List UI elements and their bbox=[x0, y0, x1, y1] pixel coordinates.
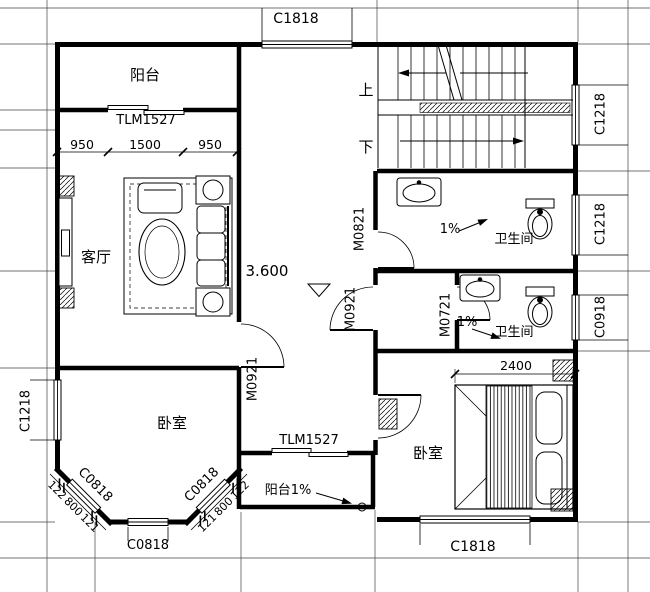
door-m0821 bbox=[377, 231, 415, 269]
doors bbox=[107, 105, 491, 457]
label-dim-950-left: 950 bbox=[70, 137, 94, 152]
sink-bath2 bbox=[459, 274, 501, 302]
window-c0818-bottom bbox=[127, 518, 169, 541]
nightstand-bottom bbox=[550, 488, 574, 512]
sofa bbox=[196, 205, 229, 287]
label-window-c1818-bottom: C1818 bbox=[450, 539, 495, 555]
window-c1818-bottom bbox=[419, 515, 531, 545]
rug-inner-border bbox=[129, 183, 227, 309]
floor-drain bbox=[357, 502, 367, 512]
label-stair-up: 上 bbox=[358, 81, 373, 99]
label-room-balcony-bottom: 阳台1% bbox=[265, 483, 312, 498]
label-door-m0921-bedroom: M0921 bbox=[246, 357, 261, 401]
bedroom-right-furniture bbox=[378, 359, 575, 512]
dim-chamfer-right bbox=[190, 473, 248, 531]
window-c1818-top bbox=[261, 8, 353, 49]
stair-down-arrow bbox=[400, 137, 524, 145]
window-c0818-chamfer-right bbox=[195, 478, 231, 514]
window-c1218-right-middle bbox=[571, 194, 628, 256]
label-stair-down: 下 bbox=[358, 138, 373, 156]
label-room-bath1: 卫生间 bbox=[494, 232, 533, 247]
window-c0918-right bbox=[571, 294, 628, 341]
label-slope-bath1: 1% bbox=[440, 222, 461, 237]
dimensions bbox=[49, 147, 580, 531]
interior-walls bbox=[57, 42, 578, 510]
label-dim-chamfer-right-122: 122 bbox=[228, 478, 252, 502]
dim-top-left bbox=[52, 147, 242, 157]
living-room-furniture bbox=[57, 175, 233, 317]
cabinet-by-door bbox=[378, 398, 398, 430]
label-window-c0918-right: C0918 bbox=[594, 296, 609, 338]
sink-bath1 bbox=[396, 177, 442, 207]
sliding-door-tlm-bottom bbox=[271, 448, 349, 457]
speaker-bottom bbox=[57, 287, 75, 309]
pillow-1 bbox=[535, 391, 563, 445]
bed-fold-line-2 bbox=[454, 477, 487, 510]
stair-rail-hatch bbox=[419, 102, 571, 113]
elevation-marker-triangle bbox=[306, 283, 332, 298]
tv-cabinet bbox=[58, 197, 73, 287]
label-window-c1218-left: C1218 bbox=[19, 390, 34, 432]
bathroom-fixtures bbox=[396, 177, 555, 328]
label-window-c1818-top: C1818 bbox=[273, 11, 318, 27]
speaker-top bbox=[57, 175, 75, 197]
door-bedroom-right bbox=[377, 394, 422, 439]
coffee-table-inner bbox=[144, 225, 180, 279]
label-room-balcony-top: 阳台 bbox=[130, 66, 160, 84]
door-m0921-hall bbox=[329, 286, 374, 331]
bed-blanket-hatch bbox=[485, 385, 533, 509]
toilet-bath2 bbox=[525, 286, 555, 328]
label-dim-950-right: 950 bbox=[198, 137, 222, 152]
armchair bbox=[137, 182, 183, 214]
dim-chamfer-left bbox=[49, 473, 107, 531]
label-dim-1500: 1500 bbox=[129, 137, 161, 152]
label-elevation: 3.600 bbox=[246, 262, 289, 280]
label-door-m0821: M0821 bbox=[353, 207, 368, 251]
slope-arrow-bath1 bbox=[458, 219, 488, 232]
dim-bed-2400 bbox=[450, 369, 580, 383]
label-door-tlm-top: TLM1527 bbox=[115, 113, 175, 128]
label-door-m0921-hall: M0921 bbox=[344, 287, 359, 331]
toilet-bath1 bbox=[525, 198, 555, 240]
label-room-bedroom-right: 卧室 bbox=[413, 444, 443, 462]
stair-up-arrow bbox=[398, 69, 528, 77]
sliding-door-tlm-top bbox=[107, 105, 185, 115]
label-room-living: 客厅 bbox=[81, 248, 111, 266]
nightstand-top bbox=[552, 359, 575, 382]
label-dim-chamfer-left-121: 121 bbox=[78, 511, 102, 535]
side-table-bottom bbox=[195, 287, 231, 317]
slope-arrow-bath2 bbox=[471, 328, 501, 339]
bed-fold-line-1 bbox=[454, 384, 487, 417]
label-dim-2400: 2400 bbox=[500, 358, 532, 373]
label-window-c1218-right-upper: C1218 bbox=[594, 93, 609, 135]
label-window-c0818-bottom: C0818 bbox=[127, 538, 169, 553]
rug bbox=[123, 177, 233, 315]
label-door-tlm-bottom: TLM1527 bbox=[278, 433, 338, 448]
label-room-bath2: 卫生间 bbox=[494, 325, 533, 340]
window-c0818-chamfer-left bbox=[65, 478, 102, 514]
slope-arrow-balcony bbox=[315, 492, 367, 512]
label-room-bedroom-left: 卧室 bbox=[157, 414, 187, 432]
window-c1218-left bbox=[30, 379, 62, 441]
staircase bbox=[377, 44, 573, 168]
door-m0921-bedroom-left bbox=[240, 323, 285, 368]
label-slope-bath2: 1% bbox=[457, 315, 478, 330]
bed bbox=[454, 384, 574, 510]
side-table-top bbox=[195, 175, 231, 205]
label-window-c1218-right-middle: C1218 bbox=[594, 203, 609, 245]
windows bbox=[30, 8, 628, 545]
annotations bbox=[306, 219, 501, 512]
coffee-table bbox=[138, 218, 186, 286]
label-door-m0721: M0721 bbox=[439, 293, 454, 337]
